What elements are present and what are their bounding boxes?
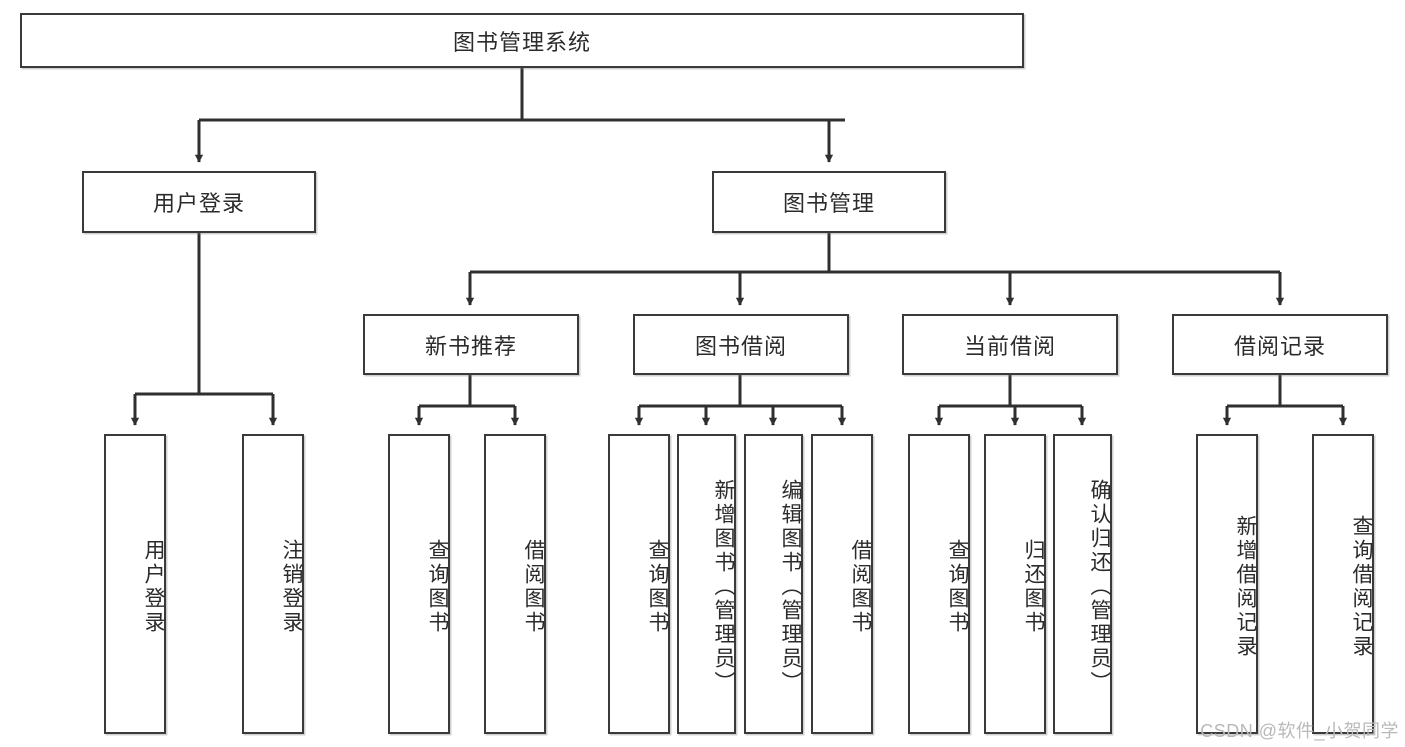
csdn-watermark: CSDN @软件_小贺同学 [1200, 721, 1399, 741]
node-leaf-user-logout-label: 注销登录 [280, 539, 303, 635]
node-book-manage-label: 图书管理 [782, 191, 875, 216]
node-book-manage[interactable]: 图书管理 [712, 171, 946, 233]
node-leaf-user-login[interactable]: 用户登录 [104, 434, 166, 734]
edge-group-new-book-recommend [414, 375, 520, 426]
node-current-borrow[interactable]: 当前借阅 [902, 314, 1118, 375]
node-current-borrow-label: 当前借阅 [963, 333, 1056, 359]
node-leaf-borrow-edit-book-label: 编辑图书（管理员） [779, 479, 802, 695]
node-borrow-record[interactable]: 借阅记录 [1172, 314, 1388, 375]
node-leaf-current-confirm-return[interactable]: 确认归还（管理员） [1053, 434, 1112, 734]
node-leaf-borrow-edit-book[interactable]: 编辑图书（管理员） [744, 434, 803, 734]
node-leaf-rec-borrow-book[interactable]: 借阅图书 [484, 434, 546, 734]
node-root[interactable]: 图书管理系统 [20, 13, 1024, 68]
node-leaf-current-confirm-return-label: 确认归还（管理员） [1088, 479, 1111, 695]
node-new-book-recommend-label: 新书推荐 [424, 333, 517, 359]
node-leaf-record-query[interactable]: 查询借阅记录 [1312, 434, 1374, 734]
node-leaf-borrow-query-book-label: 查询图书 [646, 539, 669, 635]
node-leaf-record-add[interactable]: 新增借阅记录 [1196, 434, 1258, 734]
edge-group-user-login [130, 233, 278, 426]
node-leaf-rec-query-book-label: 查询图书 [426, 539, 449, 635]
edge-group-book-borrow [634, 375, 847, 426]
node-leaf-current-query-book-label: 查询图书 [946, 539, 969, 635]
node-leaf-borrow-add-book-label: 新增图书（管理员） [712, 479, 735, 695]
node-leaf-rec-query-book[interactable]: 查询图书 [388, 434, 450, 734]
node-leaf-borrow-borrow-book[interactable]: 借阅图书 [811, 434, 873, 734]
node-new-book-recommend[interactable]: 新书推荐 [363, 314, 579, 375]
node-leaf-borrow-query-book[interactable]: 查询图书 [608, 434, 670, 734]
node-leaf-current-return-book-label: 归还图书 [1022, 539, 1045, 635]
edge-group-current-borrow [934, 375, 1087, 426]
node-leaf-borrow-add-book[interactable]: 新增图书（管理员） [677, 434, 736, 734]
node-user-login[interactable]: 用户登录 [82, 171, 316, 233]
node-borrow-record-label: 借阅记录 [1233, 333, 1326, 359]
node-book-borrow-label: 图书借阅 [694, 333, 787, 359]
edge-group-borrow-record [1222, 375, 1348, 426]
edge-group-book-manage [465, 233, 1285, 306]
node-user-login-label: 用户登录 [152, 191, 245, 216]
node-leaf-borrow-borrow-book-label: 借阅图书 [849, 539, 872, 635]
node-leaf-current-return-book[interactable]: 归还图书 [984, 434, 1046, 734]
edge-group-root [194, 68, 845, 163]
node-root-label: 图书管理系统 [452, 29, 591, 55]
node-book-borrow[interactable]: 图书借阅 [633, 314, 849, 375]
node-leaf-user-login-label: 用户登录 [142, 539, 165, 635]
node-leaf-record-query-label: 查询借阅记录 [1350, 515, 1373, 659]
node-leaf-rec-borrow-book-label: 借阅图书 [522, 539, 545, 635]
node-leaf-current-query-book[interactable]: 查询图书 [908, 434, 970, 734]
node-leaf-record-add-label: 新增借阅记录 [1234, 515, 1257, 659]
node-leaf-user-logout[interactable]: 注销登录 [242, 434, 304, 734]
